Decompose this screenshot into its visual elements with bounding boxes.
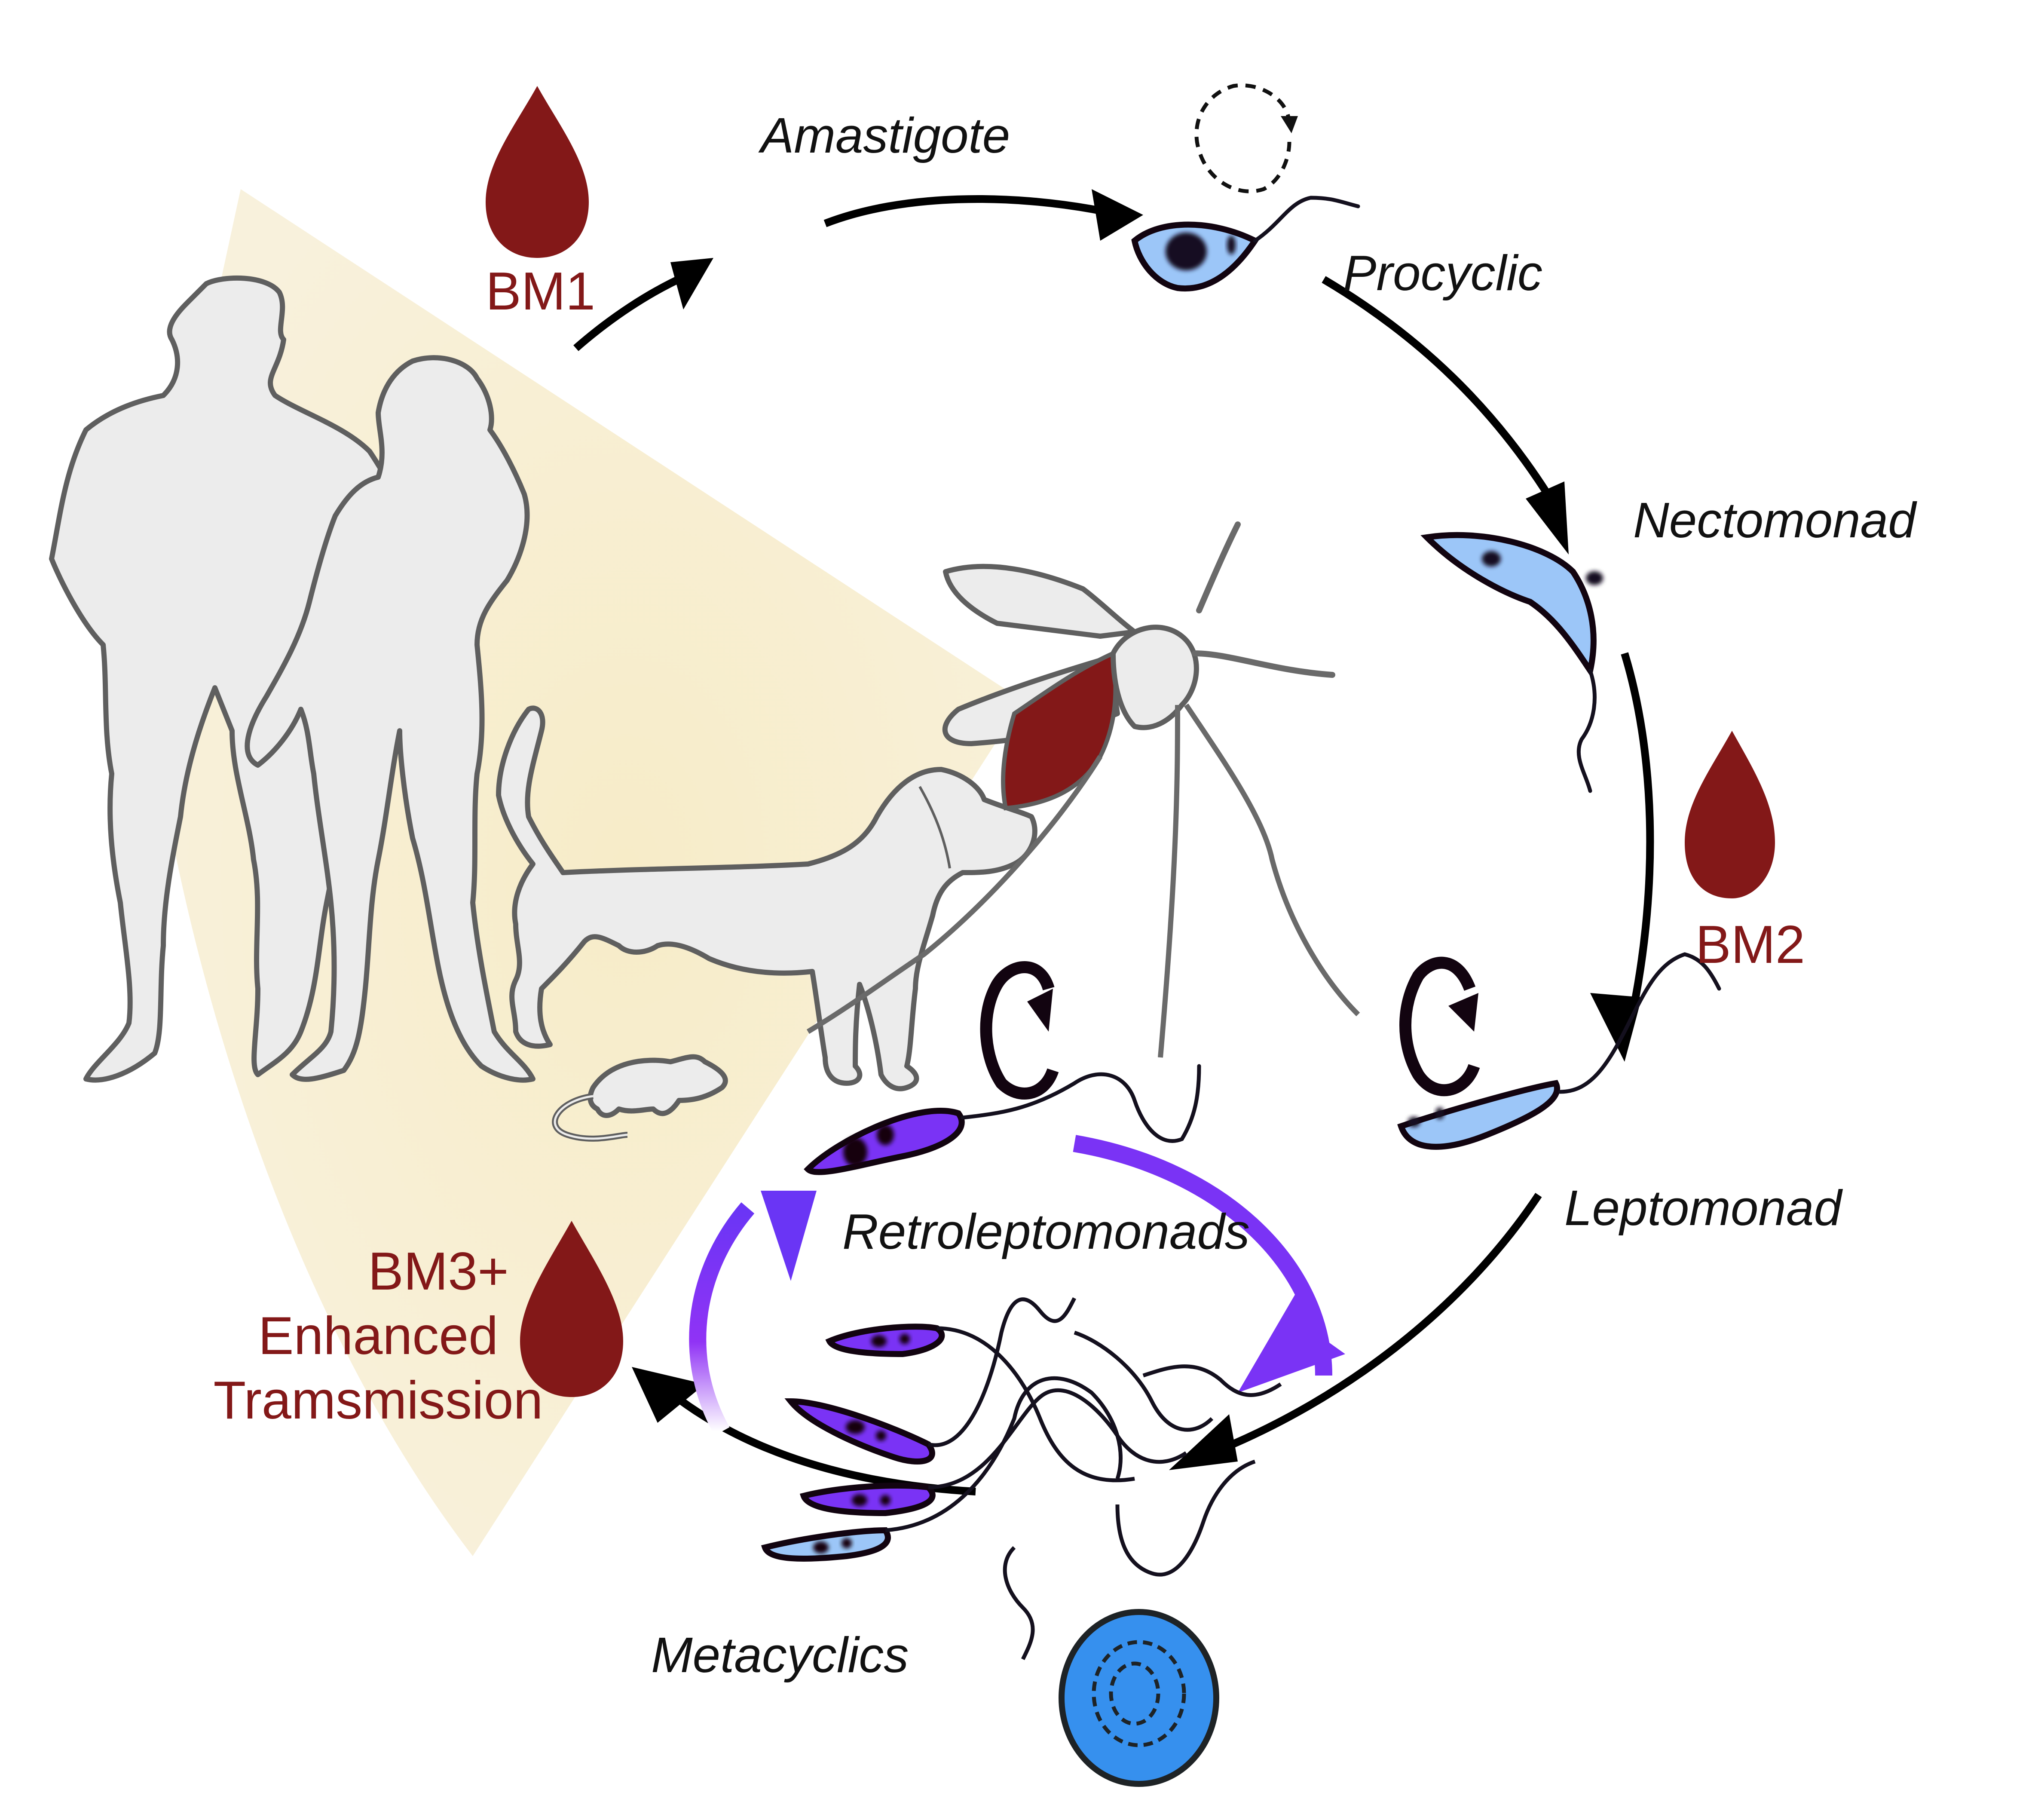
- nectomonad-cell: [1420, 532, 1603, 793]
- metacyclic-cell: [761, 1527, 891, 1562]
- label-nectomonad: Nectomonad: [1633, 492, 1917, 548]
- label-procyclic: Procyclic: [1343, 245, 1542, 301]
- label-bm2: BM2: [1695, 915, 1805, 974]
- rodent-silhouette: [552, 1054, 728, 1142]
- rotation-dashed-icon: [1194, 83, 1298, 193]
- leptomonad-cell: [1397, 952, 1721, 1150]
- retroleptomonad-cell: [804, 961, 1201, 1175]
- label-enhanced: Enhanced: [258, 1306, 498, 1366]
- metacyclic-cell: [784, 1398, 935, 1465]
- label-bm3: BM3+: [368, 1242, 508, 1301]
- label-leptomonad: Leptomonad: [1564, 1180, 1843, 1236]
- haptomonad-disc-icon: [1059, 1609, 1219, 1787]
- metacyclic-cell: [825, 1324, 945, 1357]
- label-metacyclics: Metacyclics: [651, 1627, 909, 1683]
- metacyclics-cluster: [761, 1297, 1282, 1661]
- retro-loop-arrows: [689, 1135, 1345, 1436]
- procyclic-cell: [1131, 83, 1360, 292]
- label-amastigote: Amastigote: [758, 107, 1010, 163]
- sand-fly-illustration: [806, 521, 1360, 1058]
- blood-drop-bm2-icon: [1685, 731, 1775, 898]
- metacyclic-cell: [799, 1483, 936, 1517]
- replication-cycle-icon: [980, 961, 1059, 1100]
- label-bm1: BM1: [486, 262, 595, 321]
- blood-drop-bm1-icon: [486, 86, 589, 258]
- dog-silhouette: [496, 705, 1037, 1091]
- human-woman-silhouette: [245, 355, 536, 1083]
- label-transmission: Tramsmission: [213, 1371, 543, 1430]
- label-retroleptomonads: Retroleptomonads: [842, 1204, 1250, 1259]
- replication-cycle-icon: [1399, 956, 1480, 1097]
- blood-drop-bm3-icon: [520, 1221, 623, 1397]
